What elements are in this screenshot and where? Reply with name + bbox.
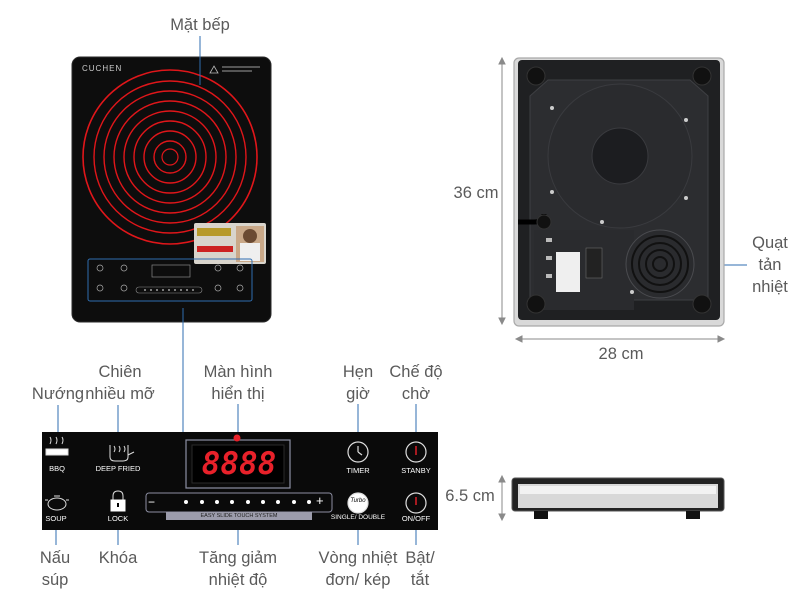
label-fan-line3: nhiệt	[752, 278, 788, 296]
label-cooktop-surface: Mặt bếp	[170, 16, 230, 34]
cooktop-bottom-view	[513, 57, 725, 327]
label-power-line2: tắt	[410, 571, 430, 589]
label-timer-line1: Hẹn	[342, 363, 374, 381]
lock-button[interactable]: LOCK	[107, 514, 129, 523]
label-display-line1: Màn hình	[203, 363, 273, 381]
bbq-button[interactable]: BBQ	[49, 464, 65, 473]
slider-minus[interactable]: −	[148, 495, 156, 509]
fan-grille	[631, 235, 689, 293]
label-timer-line2: giờ	[346, 385, 370, 403]
dimension-lines	[498, 56, 726, 522]
cooktop-side-view	[511, 477, 725, 519]
bbq-icon	[45, 436, 69, 456]
label-standby-line1: Chế độ	[389, 363, 443, 381]
label-soup-line1: Nấu	[39, 549, 71, 567]
mini-panel-highlight	[87, 258, 253, 302]
cooktop-top-view	[71, 56, 272, 323]
label-deep-fried-line2: nhiều mỡ	[85, 385, 155, 403]
dimension-height: 36 cm	[453, 184, 499, 202]
heating-coil	[82, 69, 258, 245]
display-digits: 8888	[201, 446, 277, 482]
label-deep-fried-line1: Chiên	[98, 363, 142, 381]
slide-system-text: EASY SLIDE TOUCH SYSTEM	[200, 513, 278, 519]
label-temperature-line1: Tăng giảm	[199, 549, 277, 567]
label-fan-line1: Quạt	[752, 234, 788, 252]
soup-button[interactable]: SOUP	[45, 514, 67, 523]
dimension-thickness: 6.5 cm	[445, 487, 495, 505]
deep-fried-icon	[109, 445, 135, 462]
single-double-button[interactable]: SINGLE/ DOUBLE	[330, 514, 386, 521]
brand-logo: CUCHEN	[82, 64, 123, 73]
dimension-width: 28 cm	[598, 345, 644, 363]
label-soup-line2: súp	[41, 571, 69, 589]
slider-dots	[184, 500, 311, 504]
turbo-label: Turbo	[350, 498, 366, 504]
warning-icon	[209, 65, 219, 74]
deep-fried-button[interactable]: DEEP FRIED	[95, 464, 141, 473]
control-panel-strip	[42, 432, 438, 530]
label-heat-ring-line1: Vòng nhiệt	[318, 549, 398, 567]
stanby-button[interactable]: STANBY	[401, 466, 431, 475]
label-heat-ring-line2: đơn/ kép	[325, 571, 391, 589]
label-bbq: Nướng	[31, 385, 85, 403]
label-power-line1: Bật/	[405, 549, 435, 567]
label-display-line2: hiển thị	[211, 385, 265, 403]
soup-icon	[45, 495, 69, 511]
label-fan-line2: tản	[758, 256, 782, 274]
label-temperature-line2: nhiệt độ	[208, 571, 268, 589]
timer-button[interactable]: TIMER	[346, 466, 370, 475]
turbo-button-ring	[347, 492, 369, 514]
slider-plus[interactable]: +	[316, 493, 324, 508]
on-off-button[interactable]: ON/OFF	[401, 514, 431, 523]
label-standby-line2: chờ	[401, 385, 431, 403]
indicator-led	[233, 434, 241, 442]
label-lock: Khóa	[98, 549, 138, 567]
timer-button-ring	[347, 441, 369, 463]
lock-icon	[110, 490, 126, 512]
